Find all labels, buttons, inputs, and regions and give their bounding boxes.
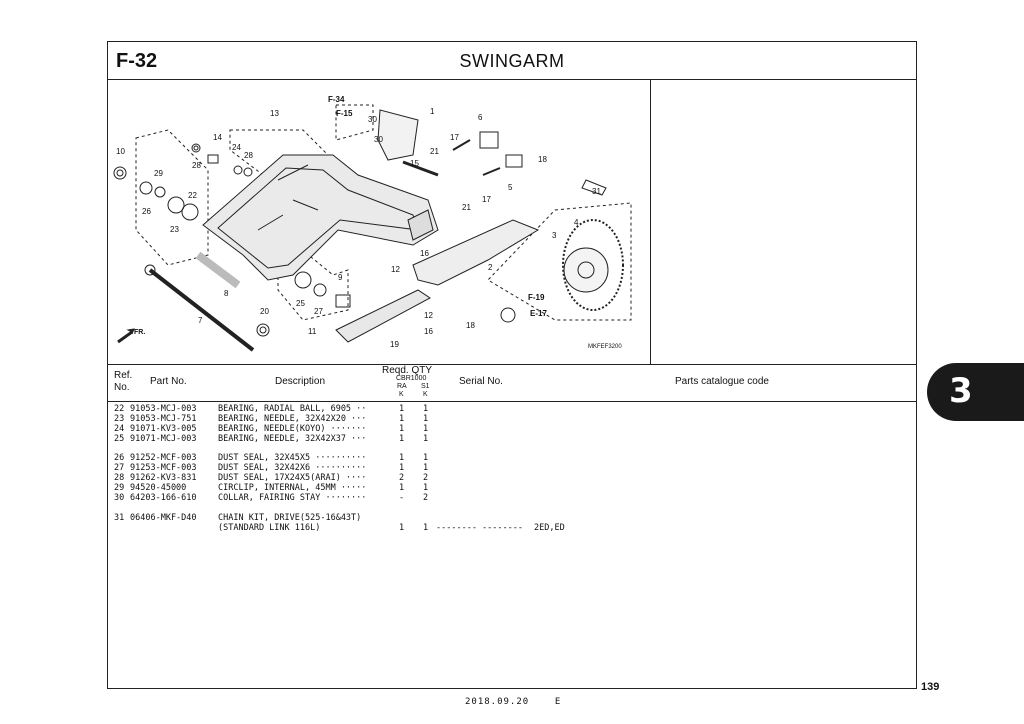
section-tab-label: 3 — [949, 371, 973, 411]
callout-27: 27 — [314, 307, 323, 316]
callout-16a: 16 — [420, 249, 429, 258]
callout-30b: 30 — [374, 135, 383, 144]
col-ref-no: No. — [114, 382, 130, 393]
callout-17a: 17 — [450, 133, 459, 142]
swingarm-drawing: 1 2 3 4 5 6 7 8 9 10 11 12 12 13 14 15 1… — [113, 95, 632, 352]
callout-12b: 12 — [424, 311, 433, 320]
callout-25: 25 — [296, 299, 305, 308]
callout-26: 26 — [142, 207, 151, 216]
table-header: Ref. No. Part No. Description Reqd. QTY … — [108, 364, 916, 402]
callout-24: 24 — [232, 143, 241, 152]
callout-7: 7 — [198, 316, 203, 325]
callout-4: 4 — [574, 218, 579, 227]
callout-9: 9 — [338, 273, 343, 282]
callout-13: 13 — [270, 109, 279, 118]
callout-22: 22 — [188, 191, 197, 200]
callout-21b: 21 — [462, 203, 471, 212]
col-parts-catalogue-code: Parts catalogue code — [675, 376, 769, 387]
callout-8: 8 — [224, 289, 229, 298]
col-s1: S1 — [421, 383, 430, 390]
callout-18b: 18 — [466, 321, 475, 330]
callout-21a: 21 — [430, 147, 439, 156]
section-tab[interactable]: 3 — [927, 363, 1024, 421]
callout-17b: 17 — [482, 195, 491, 204]
callout-30a: 30 — [368, 115, 377, 124]
parts-page-frame: F-32 SWINGARM — [107, 41, 917, 689]
callout-23: 23 — [170, 225, 179, 234]
callout-28a: 28 — [192, 161, 201, 170]
callout-11: 11 — [308, 327, 317, 336]
callout-29: 29 — [154, 169, 163, 178]
callout-18a: 18 — [538, 155, 547, 164]
footer: 2018.09.20 E — [465, 697, 561, 707]
footer-edition: E — [554, 697, 562, 707]
callout-28b: 28 — [244, 151, 253, 160]
col-ra: RA — [397, 383, 407, 390]
exploded-diagram: 1 2 3 4 5 6 7 8 9 10 11 12 12 13 14 15 1… — [108, 80, 651, 364]
col-s1-k: K — [423, 391, 428, 398]
callout-12a: 12 — [391, 265, 400, 274]
ref-f34[interactable]: F-34 — [328, 95, 345, 104]
callout-20: 20 — [260, 307, 269, 316]
callout-3: 3 — [552, 231, 557, 240]
callout-6: 6 — [478, 113, 483, 122]
callout-2: 2 — [488, 263, 493, 272]
page-header: F-32 SWINGARM — [108, 42, 916, 80]
col-description: Description — [275, 376, 326, 387]
ref-f19[interactable]: F-19 — [528, 293, 545, 302]
ref-f15[interactable]: F-15 — [336, 109, 353, 118]
section-code: F-32 — [116, 50, 158, 72]
col-ra-k: K — [399, 391, 404, 398]
page-number: 139 — [921, 681, 940, 693]
callout-1: 1 — [430, 107, 435, 116]
ref-e17[interactable]: E-17 — [530, 309, 547, 318]
col-ref: Ref. — [114, 370, 133, 381]
callout-5: 5 — [508, 183, 513, 192]
callout-14: 14 — [213, 133, 222, 142]
callout-10: 10 — [116, 147, 125, 156]
callout-16b: 16 — [424, 327, 433, 336]
drawing-code: MKFEF3200 — [588, 344, 622, 350]
front-label: FR. — [134, 329, 145, 336]
col-model: CBR1000 — [396, 375, 427, 382]
col-serial-no: Serial No. — [459, 376, 503, 387]
callout-15: 15 — [410, 159, 419, 168]
col-reqd-qty: Reqd. QTY — [382, 365, 433, 376]
col-part-no: Part No. — [150, 376, 187, 387]
callout-19: 19 — [390, 340, 399, 349]
page-title: SWINGARM — [459, 51, 565, 71]
footer-date: 2018.09.20 — [465, 697, 530, 707]
callout-31: 31 — [592, 187, 601, 196]
